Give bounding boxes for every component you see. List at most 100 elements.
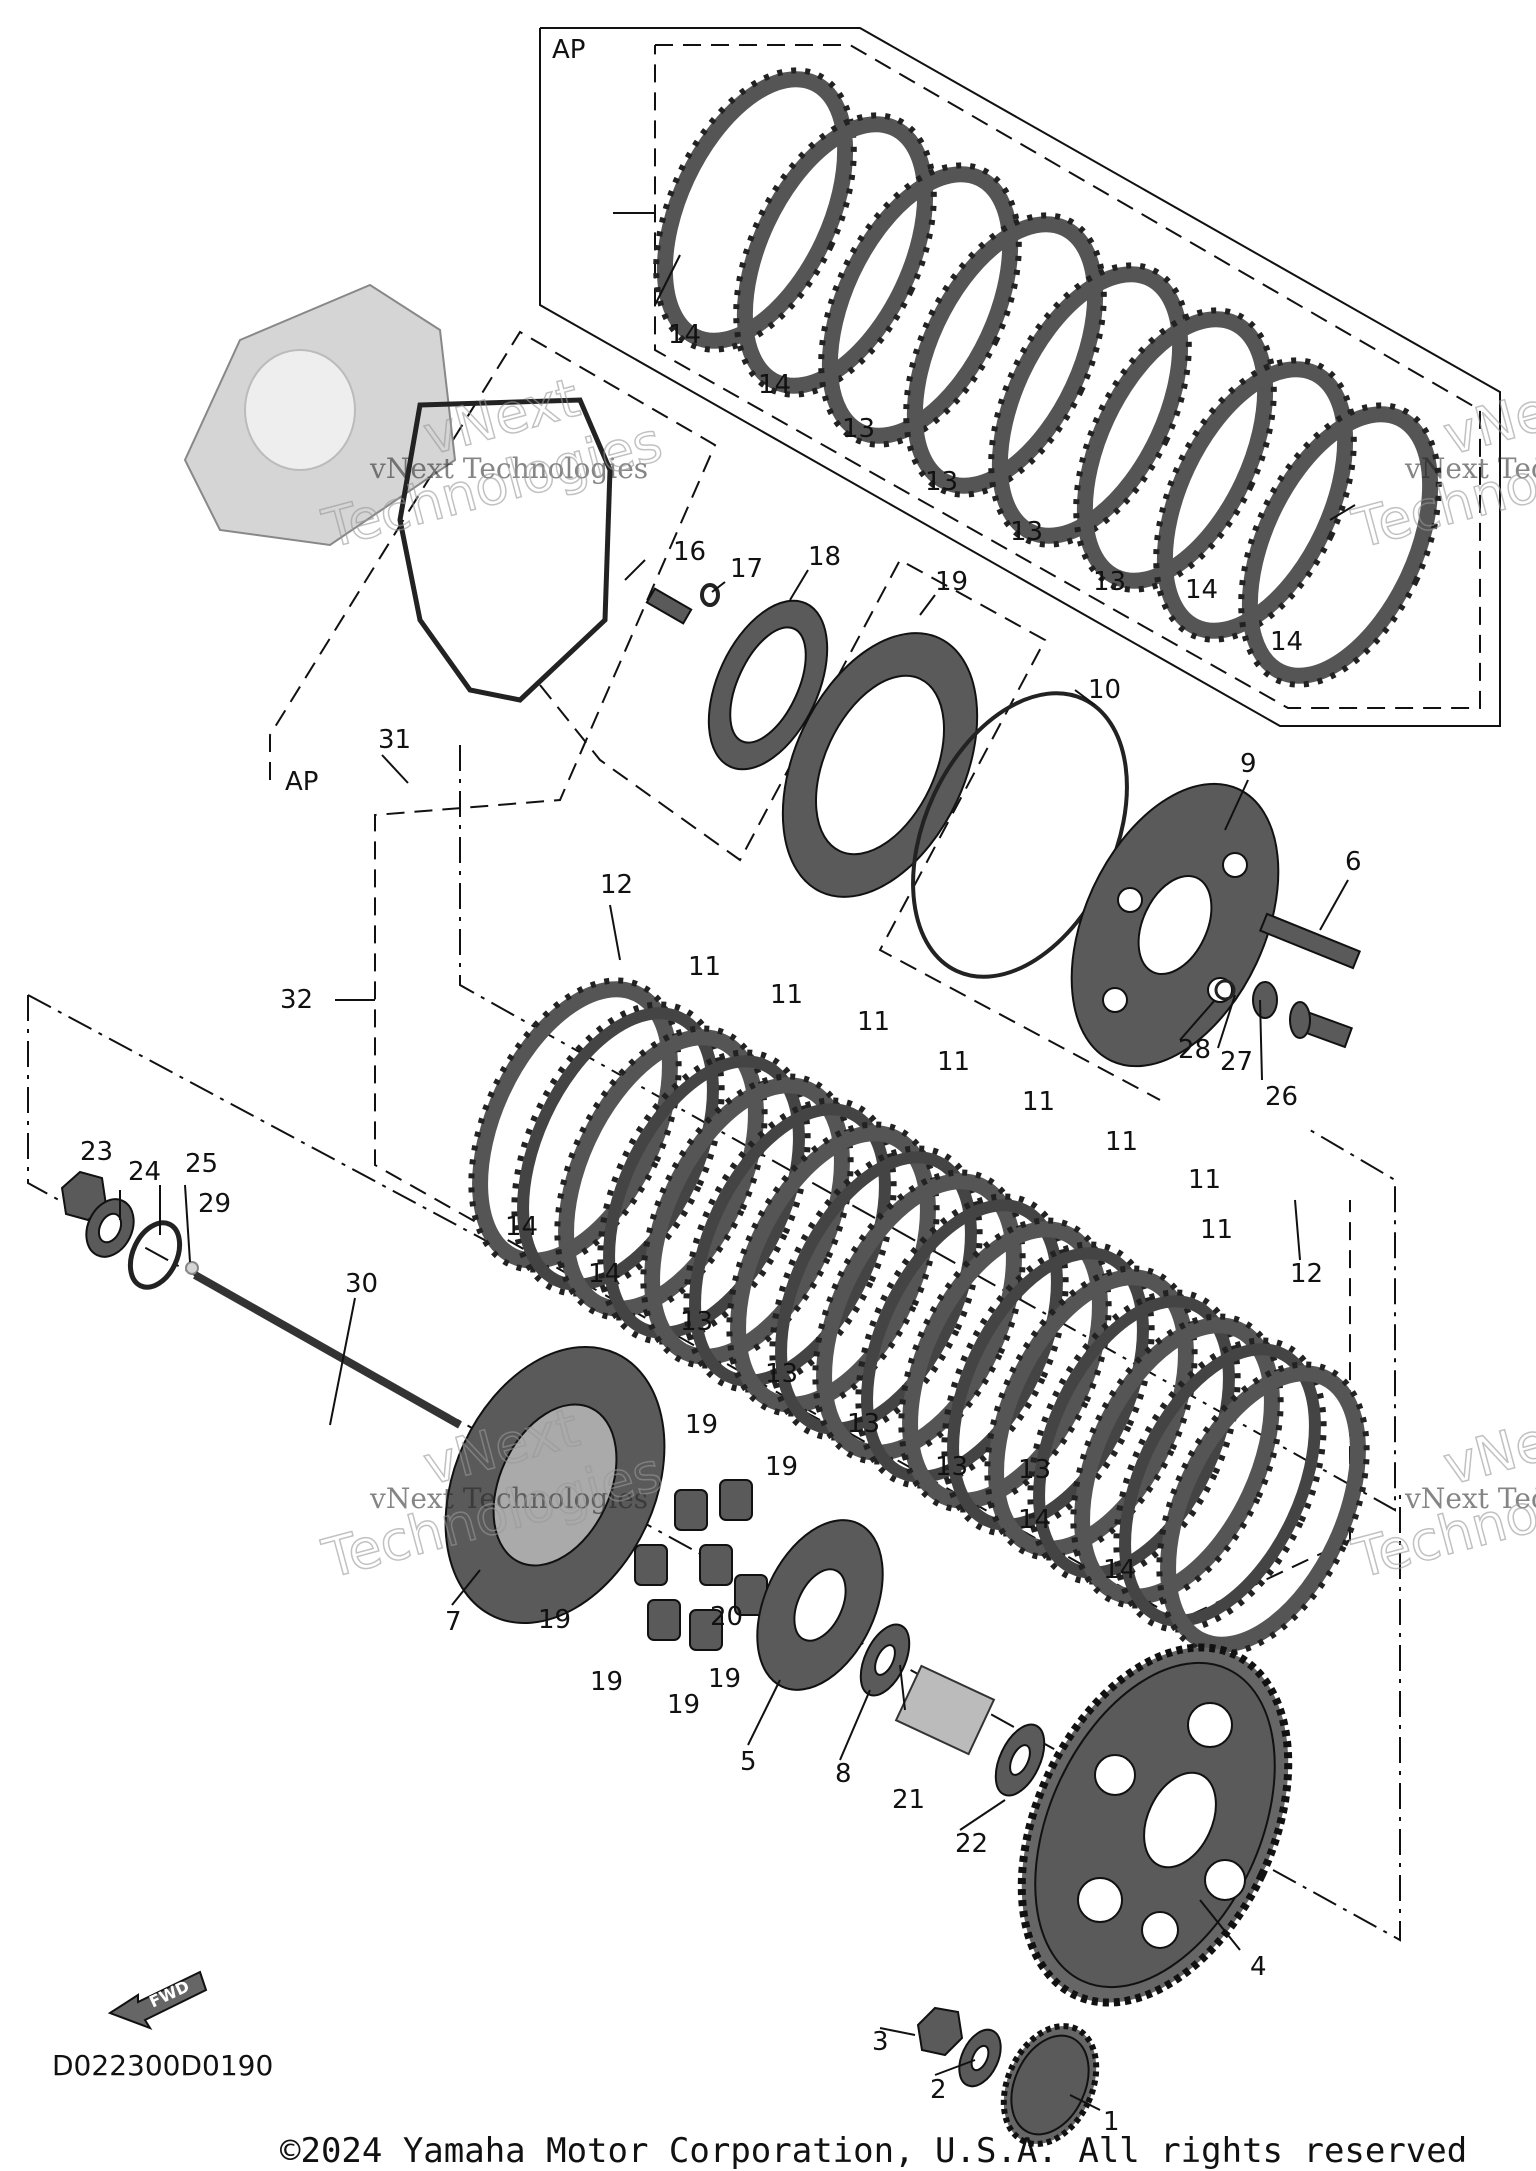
callout-number: 19	[935, 567, 968, 597]
leader-line	[1329, 504, 1356, 521]
leader-line	[1069, 2094, 1101, 2111]
clutch-cover	[183, 283, 457, 547]
svg-text:vNext Technologies: vNext Technologies	[369, 452, 648, 485]
bolt-washer-set	[645, 583, 829, 771]
leader-line	[451, 1569, 481, 1606]
callout-number: 26	[1265, 1082, 1298, 1112]
upper-plate	[821, 166, 1019, 444]
main-plate	[730, 1125, 936, 1413]
main-plate-tabs	[984, 1265, 1198, 1561]
main-plate	[988, 1269, 1194, 1557]
ap-label-lower: AP	[285, 767, 318, 797]
main-plate-tabs	[1156, 1361, 1370, 1657]
primary-driven-gear	[1017, 1643, 1293, 2007]
svg-text:vNext Technologies: vNext Technologies	[1404, 1482, 1536, 1515]
callout-number: 11	[1022, 1087, 1055, 1117]
leader-line	[184, 1184, 191, 1263]
leader-line	[879, 2027, 916, 2036]
callout-number: 19	[590, 1667, 623, 1697]
nut-washer-22-28	[60, 1170, 199, 1290]
main-plate	[558, 1029, 764, 1317]
main-plate-tabs	[855, 1193, 1069, 1489]
callout-number: 16	[673, 537, 706, 567]
callout-number: 19	[667, 1690, 700, 1720]
main-plate-tabs	[640, 1073, 854, 1369]
callout-number: 12	[1290, 1259, 1323, 1289]
callout-number: 11	[770, 980, 803, 1010]
callout-number: 4	[1250, 1952, 1267, 1982]
callout-number: 14	[758, 370, 791, 400]
callout-number: 2	[930, 2075, 947, 2105]
leader-line	[899, 1664, 906, 1711]
cover-gasket	[397, 397, 613, 703]
main-plate-tabs	[769, 1145, 983, 1441]
damper-rubbers	[634, 1479, 768, 1651]
leader-line	[1199, 1899, 1241, 1951]
main-plate-tabs	[597, 1049, 811, 1345]
main-plate	[816, 1173, 1022, 1461]
callout-number: 3	[872, 2027, 889, 2057]
callout-number: 31	[378, 725, 411, 755]
upper-plate-tabs	[818, 162, 1022, 448]
main-plate	[775, 1151, 977, 1435]
callout-number: 8	[835, 1759, 852, 1789]
leader-line	[919, 594, 936, 616]
leader-line	[1217, 994, 1236, 1049]
callout-number: 11	[1188, 1165, 1221, 1195]
callout-number: 14	[588, 1259, 621, 1289]
leader-line	[934, 2059, 976, 2076]
main-plate	[644, 1077, 850, 1365]
callout-number: 14	[1103, 1555, 1136, 1585]
callout-number: 13	[1018, 1455, 1051, 1485]
leader-line	[789, 569, 809, 601]
leader-line	[609, 904, 621, 961]
main-plate-tabs	[554, 1025, 768, 1321]
main-plate	[947, 1247, 1149, 1531]
washer-collar-set	[859, 1623, 1046, 1797]
leader-line	[654, 254, 681, 306]
main-plate	[517, 1007, 719, 1291]
main-plate	[1033, 1295, 1235, 1579]
ap-label-upper: AP	[552, 35, 585, 65]
leader-line	[1179, 999, 1216, 1041]
main-plate-tabs	[683, 1097, 897, 1393]
callout-number: 17	[730, 554, 763, 584]
callout-number: 11	[1105, 1127, 1138, 1157]
pressure-plate-18	[781, 632, 979, 898]
callout-number: 13	[1010, 517, 1043, 547]
callout-number: 14	[505, 1212, 538, 1242]
upper-plate-tabs	[988, 262, 1192, 548]
main-plate-tabs	[812, 1169, 1026, 1465]
callout-number: 27	[1220, 1047, 1253, 1077]
upper-plate-tabs	[733, 112, 937, 398]
callout-number: 14	[1018, 1505, 1051, 1535]
bolt-washer-25-27	[1214, 979, 1354, 1049]
callout-number: 12	[600, 870, 633, 900]
main-plate	[1074, 1317, 1280, 1605]
callout-number: 30	[345, 1269, 378, 1299]
main-plate	[603, 1055, 805, 1339]
callout-number: 11	[1200, 1215, 1233, 1245]
main-plate-tabs	[1027, 1289, 1241, 1585]
callout-number: 19	[538, 1605, 571, 1635]
callout-number: 14	[1270, 627, 1303, 657]
leader-line	[747, 1679, 781, 1746]
callout-number: 13	[680, 1307, 713, 1337]
upper-plate	[1076, 311, 1274, 589]
main-plate-tabs	[898, 1217, 1112, 1513]
main-plate	[472, 981, 678, 1269]
leader-line	[1319, 879, 1349, 931]
callout-number: 22	[955, 1829, 988, 1859]
callout-number: 20	[710, 1602, 743, 1632]
upper-plate	[1156, 361, 1354, 639]
leader-lines	[119, 212, 1356, 2111]
forward-arrow-icon: FWD	[107, 1970, 208, 2030]
main-plate-tabs	[1070, 1313, 1284, 1609]
callout-number: 6	[1345, 847, 1362, 877]
assembly-frame-31	[269, 330, 1351, 1622]
callout-number: 23	[80, 1137, 113, 1167]
callout-number: 13	[935, 1452, 968, 1482]
callout-number: 29	[198, 1189, 231, 1219]
callout-number: 10	[1088, 675, 1121, 705]
callout-number: 7	[445, 1607, 462, 1637]
